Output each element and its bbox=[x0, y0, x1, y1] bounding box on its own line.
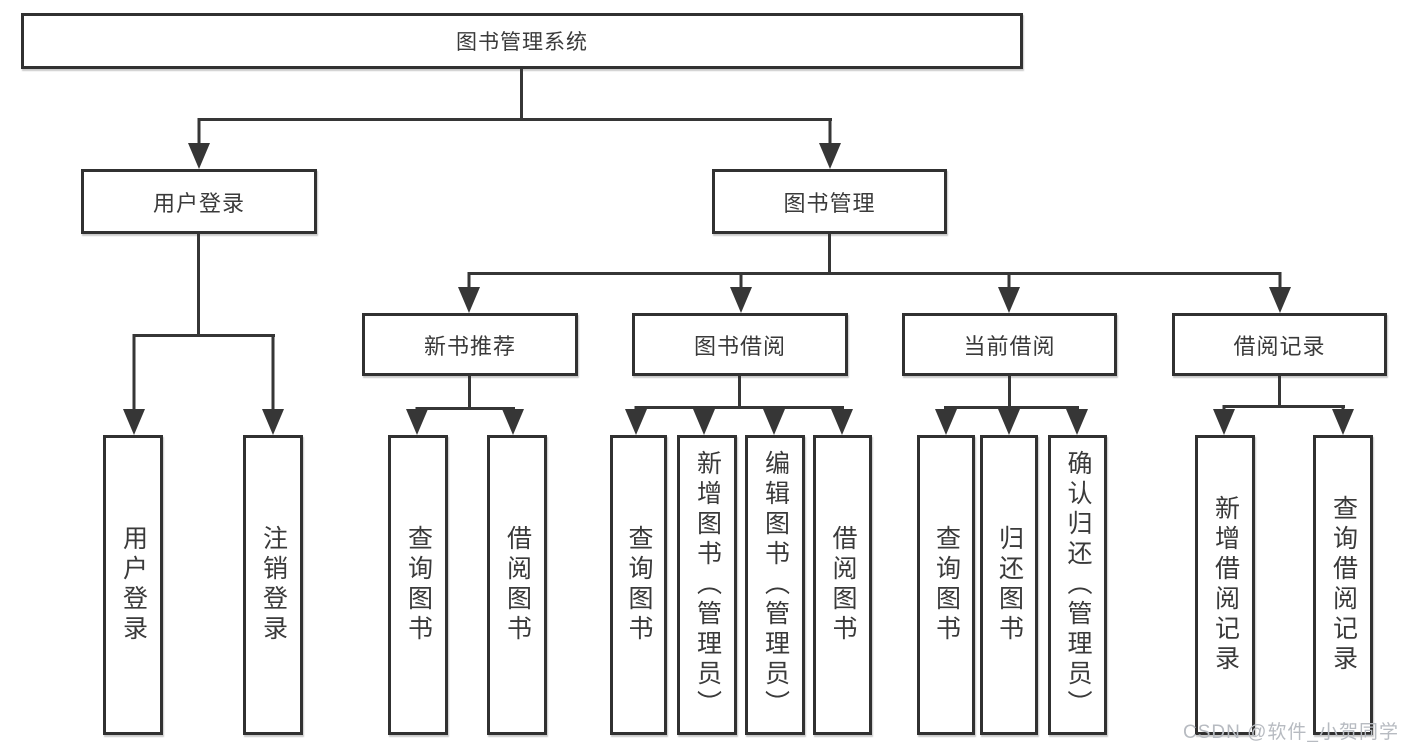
arrow-down-icon bbox=[998, 406, 1020, 435]
connector-borrowing-stem bbox=[738, 376, 741, 406]
node-leaf-current-query-books: 查询图书 bbox=[917, 435, 975, 735]
node-leaf-borrow-books-label: 借阅图书 bbox=[829, 525, 857, 645]
node-leaf-add-books-admin: 新增图书（管理员） bbox=[677, 435, 737, 735]
connector-recommend-span bbox=[416, 407, 515, 410]
arrow-down-icon bbox=[123, 334, 145, 435]
arrow-down-icon bbox=[625, 406, 647, 435]
node-leaf-borrow-query-books: 查询图书 bbox=[610, 435, 667, 735]
arrow-down-icon bbox=[502, 407, 524, 435]
node-leaf-query-borrow-record-label: 查询借阅记录 bbox=[1329, 495, 1358, 675]
node-leaf-add-books-admin-label: 新增图书（管理员） bbox=[693, 450, 722, 720]
node-leaf-edit-books-admin: 编辑图书（管理员） bbox=[745, 435, 805, 735]
arrow-down-icon bbox=[730, 272, 752, 313]
node-leaf-return-books: 归还图书 bbox=[980, 435, 1038, 735]
node-leaf-add-borrow-record-label: 新增借阅记录 bbox=[1211, 495, 1240, 675]
node-new-book-recommend-label: 新书推荐 bbox=[423, 333, 516, 359]
connector-records-stem bbox=[1278, 376, 1281, 405]
node-leaf-borrow-query-books-label: 查询图书 bbox=[625, 525, 653, 645]
node-leaf-confirm-return-admin-label: 确认归还（管理员） bbox=[1064, 450, 1092, 720]
connector-current-stem bbox=[1008, 376, 1011, 406]
node-leaf-rec-query-books: 查询图书 bbox=[388, 435, 448, 735]
connector-user-login-stem bbox=[197, 234, 200, 334]
node-user-login: 用户登录 bbox=[81, 169, 317, 234]
connector-user-login-span bbox=[133, 334, 275, 337]
node-leaf-edit-books-admin-label: 编辑图书（管理员） bbox=[761, 450, 790, 720]
arrow-down-icon bbox=[406, 407, 428, 435]
arrow-down-icon bbox=[998, 272, 1020, 313]
connector-book-mgmt-stem bbox=[828, 234, 831, 272]
connector-book-mgmt-span bbox=[468, 272, 1281, 275]
arrow-down-icon bbox=[1213, 405, 1235, 435]
node-root-label: 图书管理系统 bbox=[456, 31, 588, 54]
node-leaf-add-borrow-record: 新增借阅记录 bbox=[1195, 435, 1255, 735]
arrow-down-icon bbox=[262, 334, 284, 435]
node-book-management: 图书管理 bbox=[712, 169, 947, 234]
node-leaf-rec-query-books-label: 查询图书 bbox=[404, 525, 433, 645]
arrow-down-icon bbox=[188, 118, 210, 169]
node-leaf-current-query-books-label: 查询图书 bbox=[932, 525, 961, 645]
arrow-down-icon bbox=[935, 406, 957, 435]
node-book-borrowing: 图书借阅 bbox=[632, 313, 848, 376]
connector-borrowing-span bbox=[635, 406, 844, 409]
node-user-login-label: 用户登录 bbox=[152, 190, 245, 216]
connector-recommend-stem bbox=[468, 376, 471, 407]
node-leaf-rec-borrow-books: 借阅图书 bbox=[487, 435, 547, 735]
node-borrowing-records: 借阅记录 bbox=[1172, 313, 1387, 376]
node-leaf-query-borrow-record: 查询借阅记录 bbox=[1313, 435, 1373, 735]
arrow-down-icon bbox=[763, 406, 785, 435]
connector-root-stem bbox=[520, 69, 523, 118]
node-current-borrowing: 当前借阅 bbox=[902, 313, 1117, 376]
connector-root-span bbox=[198, 118, 832, 121]
csdn-watermark: CSDN @软件_小贺同学 bbox=[1183, 722, 1399, 743]
node-leaf-logout: 注销登录 bbox=[243, 435, 303, 735]
arrow-down-icon bbox=[458, 272, 480, 313]
arrow-down-icon bbox=[831, 406, 853, 435]
node-leaf-user-login: 用户登录 bbox=[103, 435, 163, 735]
node-root: 图书管理系统 bbox=[21, 13, 1023, 69]
node-leaf-confirm-return-admin: 确认归还（管理员） bbox=[1048, 435, 1107, 735]
node-new-book-recommend: 新书推荐 bbox=[362, 313, 578, 376]
node-current-borrowing-label: 当前借阅 bbox=[963, 333, 1056, 359]
node-leaf-return-books-label: 归还图书 bbox=[995, 525, 1024, 645]
node-leaf-user-login-label: 用户登录 bbox=[119, 525, 148, 645]
node-book-management-label: 图书管理 bbox=[783, 190, 876, 216]
arrow-down-icon bbox=[1066, 406, 1088, 435]
arrow-down-icon bbox=[1269, 272, 1291, 313]
node-leaf-rec-borrow-books-label: 借阅图书 bbox=[503, 525, 532, 645]
node-leaf-logout-label: 注销登录 bbox=[259, 525, 288, 645]
node-book-borrowing-label: 图书借阅 bbox=[693, 333, 786, 359]
node-leaf-borrow-books: 借阅图书 bbox=[813, 435, 872, 735]
node-borrowing-records-label: 借阅记录 bbox=[1233, 333, 1326, 359]
arrow-down-icon bbox=[1332, 405, 1354, 435]
arrow-down-icon bbox=[819, 118, 841, 169]
connector-records-span bbox=[1223, 405, 1345, 408]
arrow-down-icon bbox=[693, 406, 715, 435]
